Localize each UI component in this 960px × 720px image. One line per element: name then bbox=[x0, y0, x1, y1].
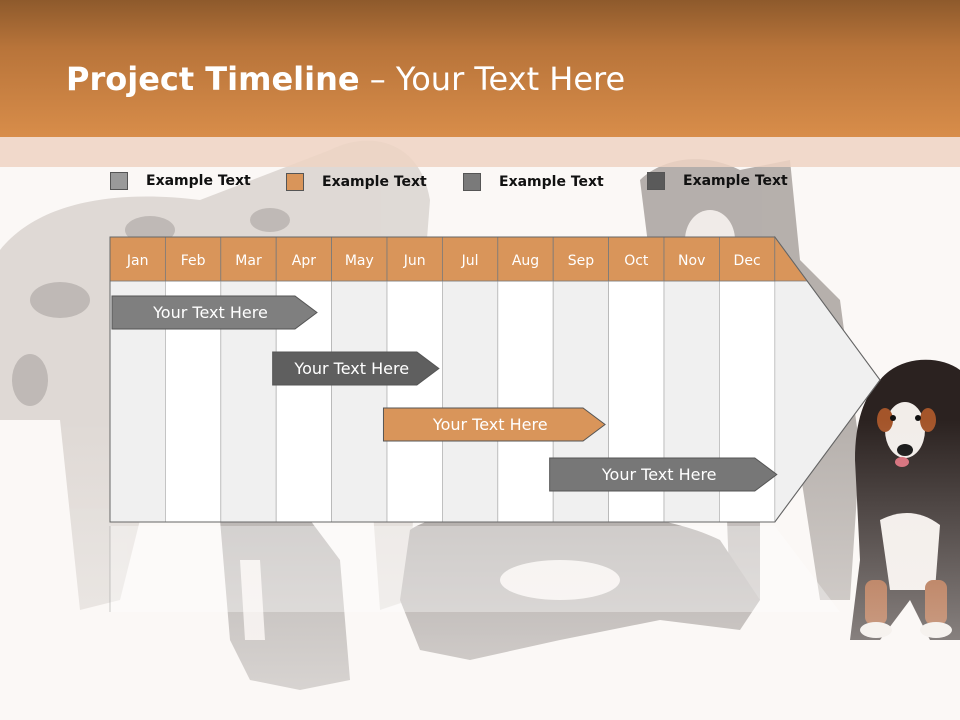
title-band bbox=[0, 137, 960, 167]
task-label: Your Text Here bbox=[601, 465, 717, 484]
legend-label: Example Text bbox=[322, 174, 427, 190]
month-label: Mar bbox=[235, 253, 262, 269]
legend-label: Example Text bbox=[499, 174, 604, 190]
title-bar bbox=[0, 0, 960, 137]
task-bar bbox=[549, 457, 778, 492]
legend-item: Example Text bbox=[647, 171, 788, 191]
month-column bbox=[441, 280, 499, 523]
month-header bbox=[663, 236, 720, 282]
month-label: Jul bbox=[461, 253, 479, 269]
task-bar bbox=[382, 407, 606, 442]
title-bold: Project Timeline bbox=[66, 60, 360, 98]
month-label: Sep bbox=[568, 253, 595, 269]
month-header bbox=[220, 236, 277, 282]
month-header bbox=[719, 236, 776, 282]
month-column bbox=[497, 280, 554, 523]
timeline-outline bbox=[109, 236, 881, 523]
month-label: Dec bbox=[734, 253, 761, 269]
legend-swatch bbox=[647, 172, 665, 190]
legend-swatch bbox=[463, 173, 481, 191]
month-header bbox=[608, 236, 665, 282]
month-header bbox=[331, 236, 388, 282]
task-label: Your Text Here bbox=[294, 359, 410, 378]
month-header bbox=[164, 236, 222, 282]
task-label: Your Text Here bbox=[153, 303, 268, 322]
task-bar bbox=[111, 295, 318, 330]
month-column bbox=[386, 280, 443, 523]
title-rest: – Your Text Here bbox=[359, 60, 626, 98]
month-label: Nov bbox=[678, 253, 705, 269]
month-label: Apr bbox=[292, 253, 316, 269]
legend-item: Example Text bbox=[463, 172, 604, 192]
month-label: Jun bbox=[403, 253, 426, 269]
month-label: Oct bbox=[624, 253, 649, 269]
month-header bbox=[497, 236, 554, 282]
month-label: Feb bbox=[181, 253, 206, 269]
timeline-reflection bbox=[110, 526, 840, 612]
month-header bbox=[386, 236, 443, 282]
legend-swatch bbox=[110, 172, 128, 190]
legend-item: Example Text bbox=[110, 171, 251, 191]
month-label: Jan bbox=[126, 253, 149, 269]
month-label: May bbox=[345, 253, 374, 269]
month-label: Aug bbox=[512, 253, 539, 269]
legend-item: Example Text bbox=[286, 172, 427, 192]
slide-title: Project Timeline – Your Text Here bbox=[66, 60, 625, 98]
task-bar bbox=[272, 351, 440, 386]
month-header bbox=[275, 236, 333, 282]
task-label: Your Text Here bbox=[432, 415, 548, 434]
month-header bbox=[552, 236, 610, 282]
legend-label: Example Text bbox=[146, 173, 251, 189]
month-column bbox=[331, 280, 388, 523]
legend-label: Example Text bbox=[683, 173, 788, 189]
legend-swatch bbox=[286, 173, 304, 191]
